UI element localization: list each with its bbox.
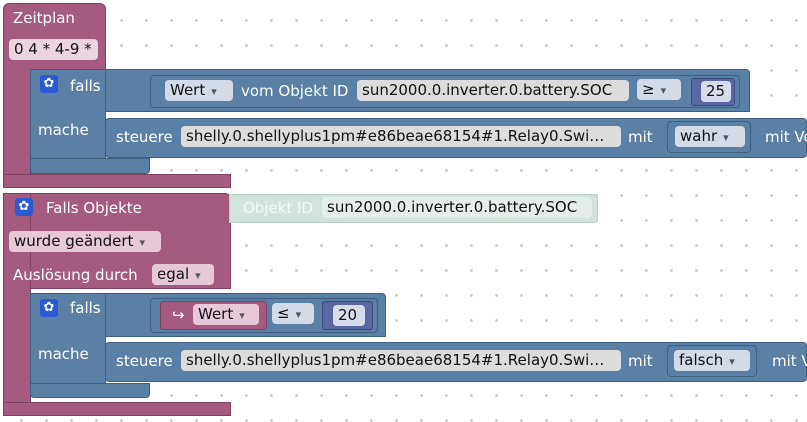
gear-icon[interactable]: ✿ <box>40 299 58 317</box>
value-dropdown-2[interactable]: Wert <box>193 304 259 325</box>
with-tail-1: mit Ve <box>765 128 807 146</box>
trigger-block-bottom <box>3 402 231 416</box>
trigger-by-dropdown[interactable]: egal <box>152 264 214 285</box>
with-label-1: mit <box>628 128 653 146</box>
object-id-field-1[interactable]: sun2000.0.inverter.0.battery.SOC <box>357 80 629 101</box>
bool-dropdown-2[interactable]: falsch <box>674 350 750 371</box>
cron-field[interactable]: 0 4 * 4-9 * <box>9 39 98 60</box>
trigger-by-label: Auslösung durch <box>13 266 138 284</box>
operator-dropdown-1[interactable]: ≥ <box>637 79 681 100</box>
bool-dropdown-1[interactable]: wahr <box>675 126 745 147</box>
control-label-1: steuere <box>116 128 173 146</box>
value-dropdown-1[interactable]: Wert <box>165 80 233 101</box>
ghost-object-id-field[interactable]: sun2000.0.inverter.0.battery.SOC <box>322 197 592 218</box>
from-object-label-1: vom Objekt ID <box>241 82 349 100</box>
operator-dropdown-2[interactable]: ≤ <box>272 303 314 324</box>
target-id-field-1[interactable]: shelly.0.shellyplus1pm#e86beae68154#1.Re… <box>181 126 621 147</box>
ghost-object-label: Objekt ID <box>243 199 314 217</box>
do-label-1: mache <box>38 121 89 139</box>
number-field-2[interactable]: 20 <box>333 305 365 326</box>
trigger-block-left <box>3 193 31 414</box>
target-id-field-2[interactable]: shelly.0.shellyplus1pm#e86beae68154#1.Re… <box>181 350 621 371</box>
if-label-2: falls <box>70 299 101 317</box>
schedule-block-bottom <box>3 174 231 188</box>
with-label-2: mit <box>628 352 653 370</box>
with-tail-2: mit V <box>772 352 807 370</box>
do-label-2: mache <box>38 345 89 363</box>
if-block-2-foot <box>30 383 150 398</box>
control-label-2: steuere <box>116 352 173 370</box>
if-label-1: falls <box>70 77 101 95</box>
gear-icon[interactable]: ✿ <box>15 198 33 216</box>
trigger-title: Falls Objekte <box>46 199 142 217</box>
gear-icon[interactable]: ✿ <box>40 75 58 93</box>
if-block-1-foot <box>30 158 150 174</box>
return-arrow-icon: ↪ <box>172 306 185 324</box>
changed-dropdown[interactable]: wurde geändert <box>9 231 161 252</box>
number-field-1[interactable]: 25 <box>701 81 731 102</box>
schedule-title: Zeitplan <box>13 9 75 27</box>
